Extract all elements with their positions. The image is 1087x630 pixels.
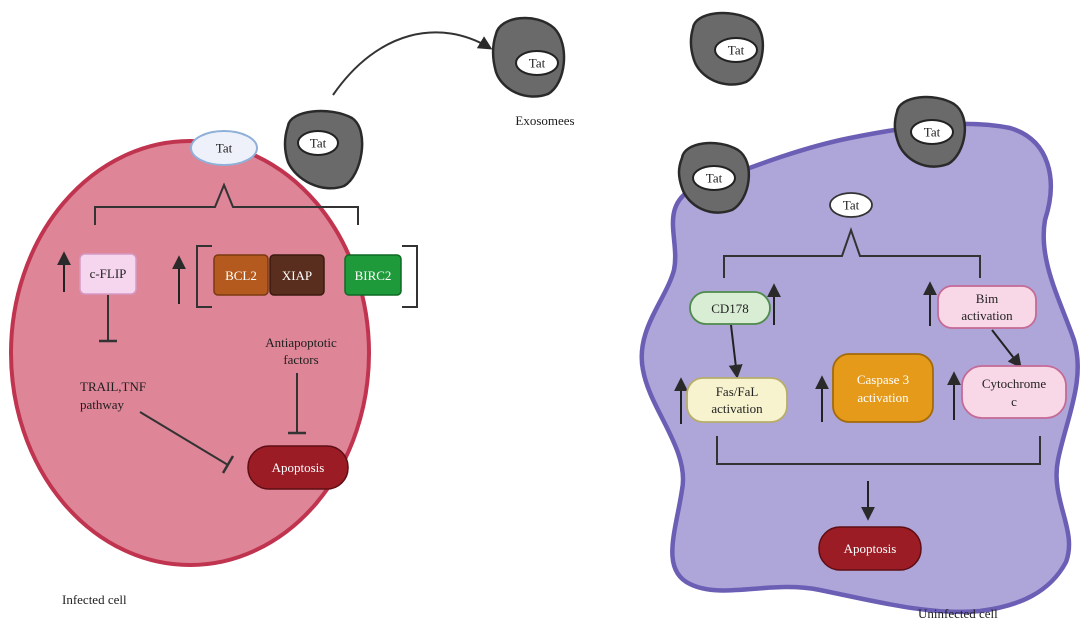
apoptosis-node-left: Apoptosis: [247, 445, 349, 490]
bim-label-line1: Bim: [976, 291, 998, 306]
cyto-label-line1: Cytochrome: [982, 376, 1046, 391]
tat-label: Tat: [924, 125, 941, 140]
cd178-label: CD178: [711, 301, 749, 316]
caspase-label-line1: Caspase 3: [857, 372, 909, 387]
antiapoptotic-label-line1: Antiapoptotic: [265, 335, 337, 350]
infected-cell-caption: Infected cell: [62, 592, 127, 607]
tat-label: Tat: [310, 136, 327, 151]
apoptosis-left-label: Apoptosis: [272, 460, 325, 475]
birc2-node: BIRC2: [344, 254, 402, 296]
fas-node: Fas/FaL activation: [686, 377, 788, 423]
exosomes-label: Exosomees: [515, 113, 574, 128]
bcl2-label: BCL2: [225, 268, 257, 283]
cytochrome-node: Cytochrome c: [961, 365, 1067, 419]
bim-node: Bim activation: [937, 285, 1037, 329]
right-square-bracket: [402, 245, 418, 308]
exosome-top: Tat: [689, 11, 765, 86]
inhibit-line-trail: [139, 411, 229, 466]
arrow-bim-cyto: [991, 329, 1022, 369]
tat-label: Tat: [529, 56, 546, 71]
birc2-label: BIRC2: [355, 268, 392, 283]
exosome-right-left: Tat: [677, 141, 751, 214]
uninfected-cell-caption: Uninfected cell: [918, 606, 998, 621]
fas-label-line2: activation: [711, 401, 763, 416]
left-square-bracket: [196, 245, 212, 308]
trail-label-line2: pathway: [80, 397, 125, 412]
apoptosis-right-label: Apoptosis: [844, 541, 897, 556]
fas-label-line1: Fas/FaL: [716, 384, 759, 399]
antiapoptotic-label-line2: factors: [283, 352, 318, 367]
caspase-label-line2: activation: [857, 390, 909, 405]
tat-label: Tat: [843, 198, 860, 213]
export-arrow: [332, 31, 493, 96]
bim-label-line2: activation: [961, 308, 1013, 323]
uninfected-merge-bracket: [716, 436, 1041, 465]
trail-label-line1: TRAIL,TNF: [80, 379, 146, 394]
inhibit-bar-trail: [221, 455, 235, 474]
arrow-cd178-fas: [728, 324, 743, 379]
cflip-node: c-FLIP: [79, 253, 137, 295]
tat-label: Tat: [728, 43, 745, 58]
exosome-released: Tat: [491, 16, 566, 98]
cd178-node: CD178: [689, 291, 771, 325]
tat-label: Tat: [216, 141, 233, 156]
exosome-infected: Tat: [283, 109, 364, 190]
infected-branch-bracket: [94, 182, 359, 225]
caspase-node: Caspase 3 activation: [832, 353, 934, 423]
tat-node-infected: Tat: [190, 130, 258, 166]
tat-node-uninfected: Tat: [829, 192, 873, 218]
exosome-right-top: Tat: [893, 95, 967, 168]
xiap-label: XIAP: [282, 268, 312, 283]
apoptosis-node-right: Apoptosis: [818, 526, 922, 571]
xiap-node: XIAP: [269, 254, 325, 296]
cyto-label-line2: c: [1011, 394, 1017, 409]
uninfected-branch-bracket: [723, 226, 981, 278]
cflip-label: c-FLIP: [90, 266, 127, 281]
tat-label: Tat: [706, 171, 723, 186]
bcl2-node: BCL2: [213, 254, 269, 296]
